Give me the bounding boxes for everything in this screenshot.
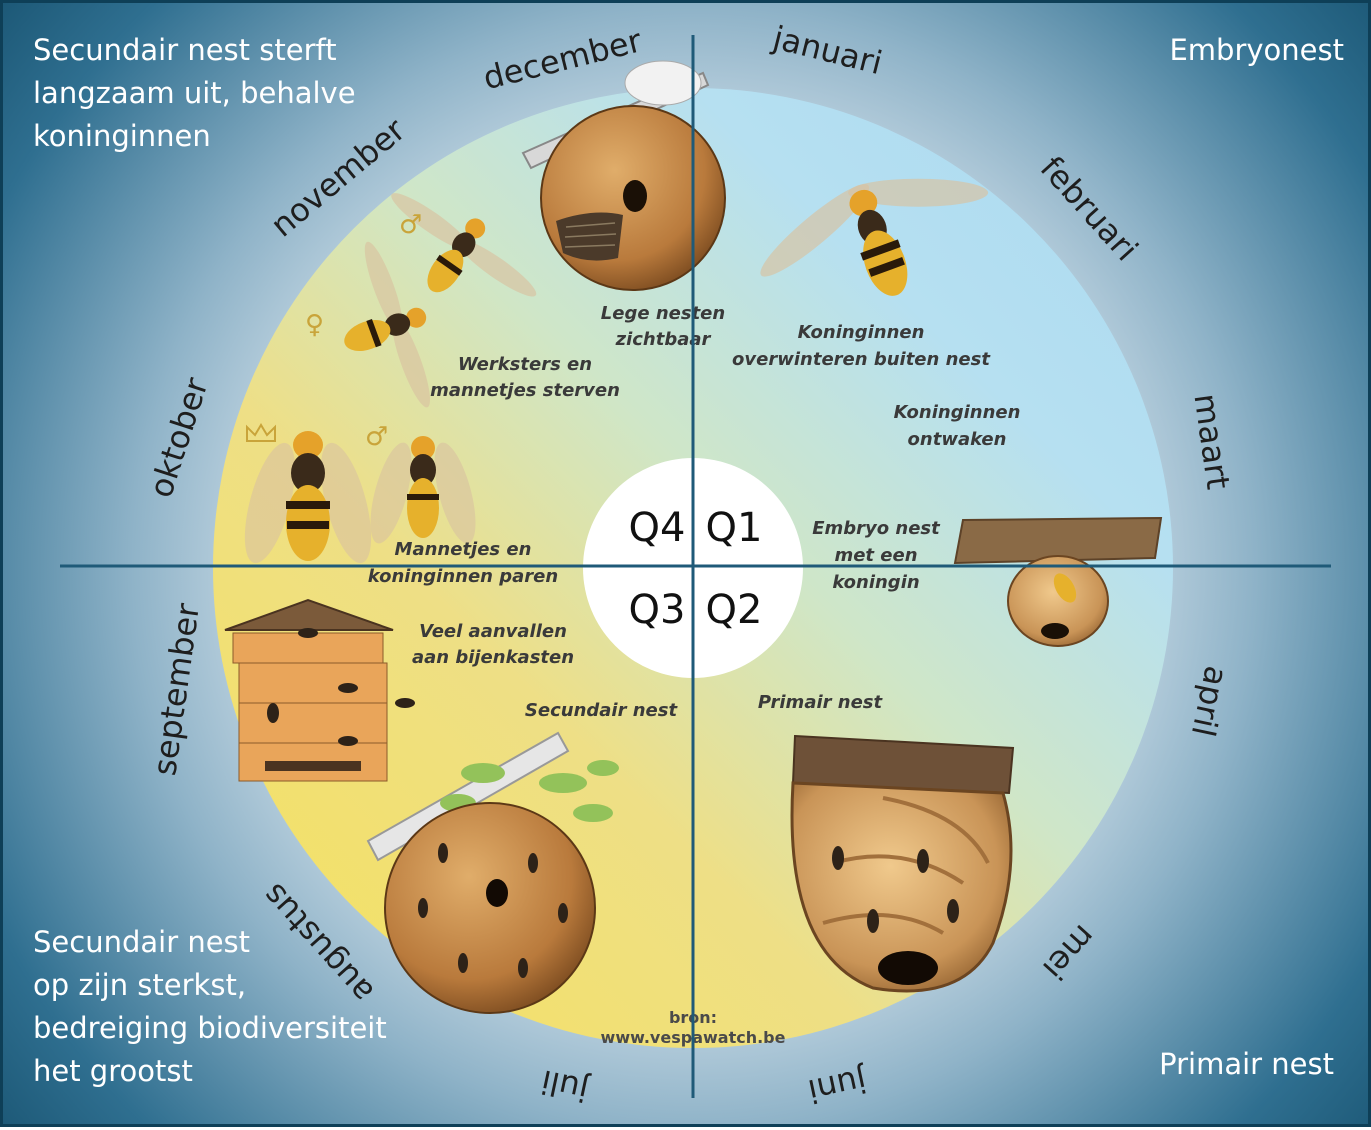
corner-top-left: Secundair nest sterft langzaam uit, beha… [33,29,356,158]
corner-top-left-line-1: Secundair nest sterft [33,33,337,67]
note-bijenkasten-2: aan bijenkasten [412,647,574,668]
month-september: september [145,600,207,778]
note-bijenkasten-1: Veel aanvallen [419,621,567,642]
month-juni: juni [805,1061,871,1111]
hornet-winter-queen [760,178,989,296]
month-juli: juli [538,1062,593,1109]
quadrant-q1: Q1 [706,505,763,551]
month-maart: maart [1186,391,1237,491]
corner-bottom-left: Secundair nest op zijn sterkst, bedreigi… [33,921,387,1093]
female-symbol: ♀ [305,310,324,340]
month-mei: mei [1035,917,1103,987]
month-december: december [479,21,646,97]
crown-icon [246,423,276,442]
note-primair: Primair nest [758,692,884,713]
corner-top-right: Embryonest [1169,33,1344,67]
corner-bottom-left-line-3: bedreiging biodiversiteit [33,1011,387,1045]
note-embryo-1: Embryo nest [812,518,941,539]
hornet-queen-oct [244,431,372,564]
note-paren-2: koninginnen paren [368,566,558,587]
quadrant-q3: Q3 [629,587,686,633]
hornet-female-nov [344,241,430,408]
note-embryo-3: koningin [832,572,919,593]
corner-bottom-right: Primair nest [1159,1047,1334,1081]
secondary-nest-illustration [366,731,619,1014]
corner-bottom-left-line-2: op zijn sterkst, [33,968,247,1002]
corner-bottom-left-line-4: het grootst [33,1054,193,1088]
note-ontwaken-2: ontwaken [908,429,1007,450]
corner-bottom-left-line-1: Secundair nest [33,925,251,959]
note-overwinteren-2: overwinteren buiten nest [732,349,991,370]
hornet-male-nov [391,193,537,297]
quadrant-q4: Q4 [629,505,686,551]
corner-top-left-line-3: koninginnen [33,119,211,153]
hornet-male-oct [370,436,476,544]
beehive-illustration [224,598,415,782]
month-april: april [1184,663,1236,740]
quadrant-q2: Q2 [706,587,763,633]
note-lege-nesten-2: zichtbaar [615,329,712,350]
note-ontwaken-1: Koninginnen [894,402,1021,423]
primary-nest-illustration [790,734,1015,993]
note-sterven-2: mannetjes sterven [430,380,620,401]
wheel-graphic: januari februari maart april mei juni ju… [60,18,1331,1111]
month-oktober: oktober [141,372,216,502]
note-lege-nesten-1: Lege nesten [601,303,725,324]
note-sterven-1: Werksters en [458,354,592,375]
note-paren-1: Mannetjes en [395,539,532,560]
hornet-group [244,178,989,564]
note-embryo-2: met een [834,545,917,566]
month-januari: januari [768,18,886,82]
male-symbol-1: ♂ [399,210,422,240]
note-secundair: Secundair nest [525,700,679,721]
note-overwinteren-1: Koninginnen [798,322,925,343]
empty-nest-illustration [521,60,726,291]
male-symbol-2: ♂ [365,422,388,452]
embryo-nest-illustration [953,516,1163,647]
corner-top-left-line-2: langzaam uit, behalve [33,76,356,110]
